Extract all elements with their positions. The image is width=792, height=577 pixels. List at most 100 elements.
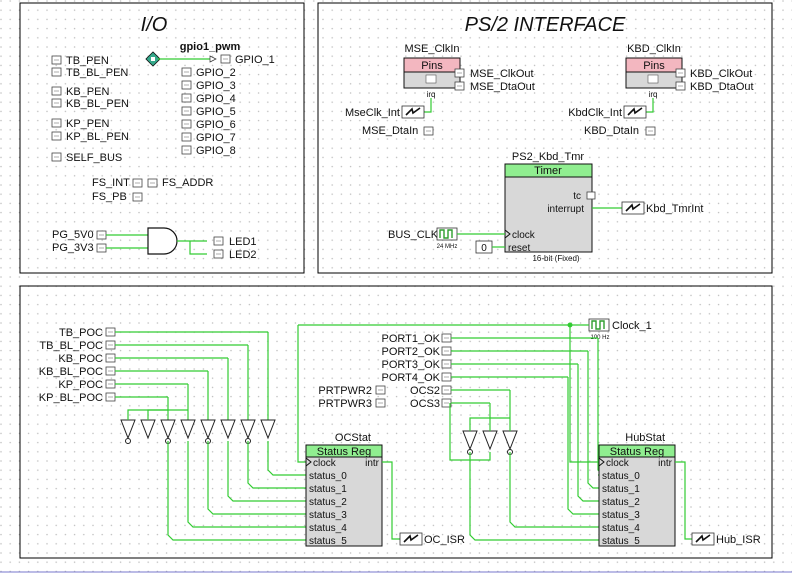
mse-datain-label: MSE_DtaIn — [362, 125, 418, 137]
oc-isr-label: OC_ISR — [424, 534, 465, 546]
hub-wire-4[interactable] — [509, 452, 601, 528]
mse-clkin-pins-label: Pins — [421, 60, 443, 72]
left-input-kp_bl_poc: KP_BL_POC — [39, 392, 103, 404]
and-gate[interactable] — [147, 227, 178, 255]
hubstat-intr-port: intr — [658, 458, 673, 469]
ocstat-status-wire-0[interactable] — [267, 441, 308, 476]
left-buffer-6[interactable] — [220, 419, 236, 440]
kbd-clkin-header — [625, 57, 683, 73]
ocstat-title: Status Reg — [317, 446, 371, 458]
and-output-wire-2[interactable] — [189, 241, 207, 255]
timer-clock-triangle — [504, 229, 511, 239]
hub-wire-3[interactable] — [567, 377, 601, 515]
io-input-kb_pen: KB_PEN — [66, 86, 109, 98]
mse-irq-wire[interactable] — [424, 98, 432, 113]
ocstat-intr-wire[interactable] — [382, 461, 400, 540]
ocstat-header — [305, 444, 383, 458]
right-pwr-loop[interactable] — [449, 403, 491, 461]
right-buf-loop[interactable] — [469, 417, 510, 431]
left-buffer-5[interactable] — [200, 419, 216, 440]
hubstat-block[interactable] — [598, 444, 676, 547]
timer-int-icon-glyph — [625, 203, 641, 212]
kbd-interrupt-label: KbdClk_Int — [568, 107, 622, 119]
hubstat-intr-wire[interactable] — [675, 461, 692, 540]
status-frame[interactable] — [19, 285, 773, 559]
ocstat-intr-port: intr — [365, 458, 380, 469]
ocstat-name: OCStat — [335, 432, 371, 444]
timer-reset-port: reset — [508, 243, 530, 254]
ps2-frame[interactable] — [317, 2, 773, 274]
reset-value: 0 — [481, 243, 487, 254]
kbd-dtaout-label: KBD_DtaOut — [690, 81, 754, 93]
timer-int-label: Kbd_TmrInt — [646, 203, 703, 215]
mse-dtaout-label: MSE_DtaOut — [470, 81, 535, 93]
bus-clk-icon-glyph — [439, 229, 453, 239]
timer-tc-pin[interactable] — [586, 191, 596, 200]
oc-isr-icon-glyph — [403, 534, 419, 543]
bus-clk-freq: 24 MHz — [437, 244, 458, 250]
kbd-int-icon-glyph — [627, 107, 643, 116]
clock1-freq: 100 Hz — [590, 335, 609, 341]
left-input-kb_bl_poc: KB_BL_POC — [39, 366, 103, 378]
kbd-clkout-label: KBD_ClkOut — [690, 68, 752, 80]
io-input-kp_bl_pen: KP_BL_PEN — [66, 131, 129, 143]
ocstat-block[interactable] — [305, 444, 383, 547]
hubstat-clock-triangle — [598, 457, 605, 467]
left-buffer-1-bubble — [125, 438, 131, 444]
timer-block[interactable] — [504, 163, 593, 253]
hub-wire-1[interactable] — [587, 351, 601, 489]
hubstat-title: Status Reg — [610, 446, 664, 458]
left-loop-wire[interactable] — [147, 409, 188, 420]
mse-interrupt-label: MseClk_Int — [345, 107, 400, 119]
hubstat-port-2: status_2 — [602, 497, 640, 508]
hubstat-port-4: status_4 — [602, 523, 640, 534]
kbd-irq-wire[interactable] — [646, 98, 654, 113]
pg-5v0-label: PG_5V0 — [52, 229, 94, 241]
io-input-kp_pen: KP_PEN — [66, 118, 109, 130]
pwr-input-prtpwr2: PRTPWR2 — [318, 385, 372, 397]
led1-label: LED1 — [229, 236, 257, 248]
kbd-clkin-irq-label: irq — [649, 90, 658, 99]
mse-clkin-header — [403, 57, 461, 73]
mse-clkin-irq-label: irq — [427, 90, 436, 99]
ocstat-status-wire-5[interactable] — [167, 441, 308, 541]
hubstat-port-3: status_3 — [602, 510, 640, 521]
ocstat-status-wire-3[interactable] — [207, 441, 308, 515]
mse-clkin-name: MSE_ClkIn — [404, 43, 459, 55]
left-buffer-4[interactable] — [180, 419, 196, 440]
gpio-output-5: GPIO_5 — [196, 106, 236, 118]
hub-wire-5[interactable] — [469, 452, 601, 541]
left-buffer-8[interactable] — [260, 419, 276, 440]
ocstat-status-wire-1[interactable] — [247, 441, 308, 489]
io-frame[interactable] — [19, 2, 305, 274]
ocstat-status-wire-2[interactable] — [227, 441, 308, 502]
timer-interrupt-port: interrupt — [547, 204, 584, 215]
kbd-clkin-pins-label: Pins — [643, 60, 665, 72]
hubstat-port-0: status_0 — [602, 471, 640, 482]
ocstat-port-4: status_4 — [309, 523, 347, 534]
ocstat-port-3: status_3 — [309, 510, 347, 521]
hubstat-clock-wire[interactable] — [569, 325, 601, 463]
gpio-output-1: GPIO_1 — [235, 54, 275, 66]
right-input-port1_ok: PORT1_OK — [382, 333, 441, 345]
io-title: I/O — [141, 14, 168, 36]
ocstat-port-0: status_0 — [309, 471, 347, 482]
ocstat-clock-triangle — [305, 457, 312, 467]
hubstat-port-1: status_1 — [602, 484, 640, 495]
right-input-ocs2: OCS2 — [410, 385, 440, 397]
mse-int-icon-glyph — [405, 107, 421, 116]
left-buffer-3[interactable] — [160, 419, 176, 440]
hub-wire-2[interactable] — [577, 364, 601, 502]
ocstat-status-wire-4[interactable] — [187, 441, 308, 528]
left-input-kp_poc: KP_POC — [58, 379, 103, 391]
left-input-tb_poc: TB_POC — [59, 327, 103, 339]
right-input-ocs3: OCS3 — [410, 398, 440, 410]
clock1-icon-glyph — [591, 320, 605, 330]
left-buffer-7[interactable] — [240, 419, 256, 440]
timer-header — [504, 163, 593, 178]
gpio-pin-core — [151, 57, 155, 61]
ocstat-clock-wire[interactable] — [297, 325, 308, 463]
io-input-self_bus: SELF_BUS — [66, 152, 122, 164]
ps2-title: PS/2 INTERFACE — [465, 14, 626, 36]
